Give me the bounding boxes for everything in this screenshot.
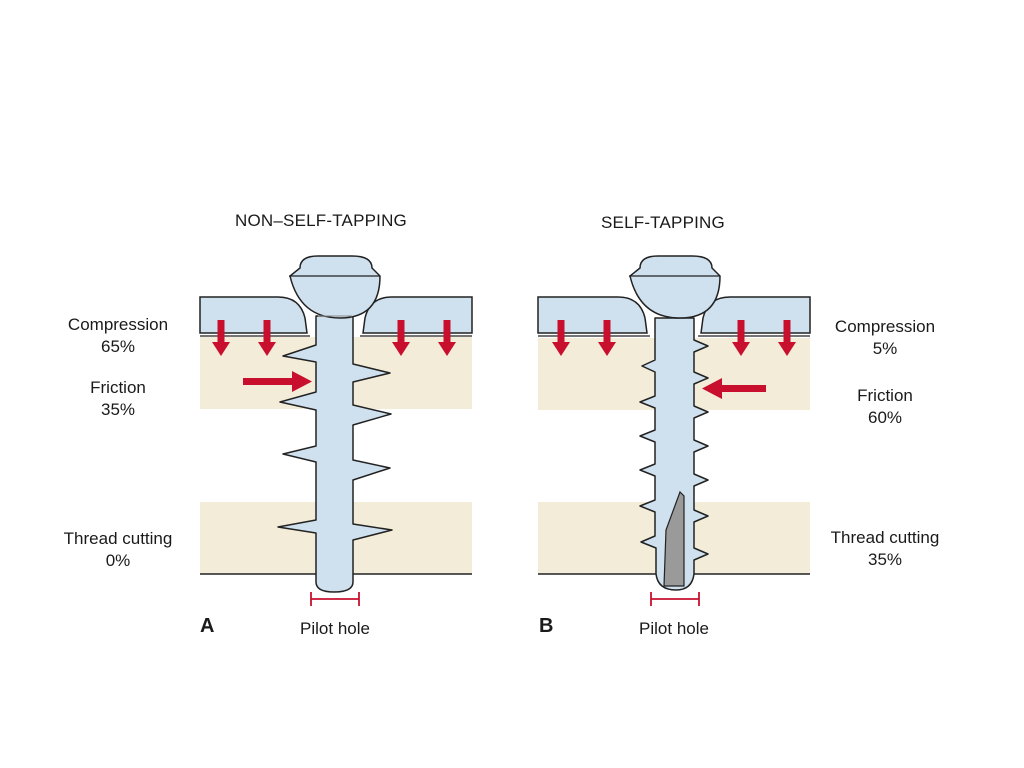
friction-arrow-a	[243, 371, 312, 392]
friction-value-a: 35%	[100, 400, 136, 419]
compression-text-b: Compression	[834, 317, 936, 336]
friction-arrow-b	[702, 378, 766, 399]
friction-text-b: Friction	[857, 386, 913, 405]
thread-cutting-label-b: Thread cutting 35%	[815, 527, 955, 571]
panel-b-letter: B	[539, 615, 554, 637]
panel-a-title: NON–SELF-TAPPING	[235, 211, 407, 230]
compression-value-a: 65%	[100, 337, 136, 356]
pilot-hole-label-b: Pilot hole	[639, 619, 709, 638]
compression-arrows-a	[212, 320, 456, 356]
friction-text-a: Friction	[90, 378, 146, 397]
thread-cutting-text-b: Thread cutting	[830, 528, 940, 547]
compression-label-b: Compression 5%	[815, 316, 955, 360]
friction-value-b: 60%	[867, 408, 903, 427]
thread-cutting-value-b: 35%	[867, 550, 903, 569]
panel-b-illustration	[537, 255, 811, 606]
plate-left-b	[537, 296, 648, 334]
thread-cutting-text-a: Thread cutting	[63, 529, 173, 548]
pilot-hole-marker-b	[650, 592, 700, 606]
friction-label-a: Friction 35%	[48, 377, 188, 421]
compression-arrows-b	[552, 320, 796, 356]
thread-cutting-value-a: 0%	[105, 551, 131, 570]
thread-cutting-label-a: Thread cutting 0%	[48, 528, 188, 572]
compression-label-a: Compression 65%	[48, 314, 188, 358]
plate-left-a	[199, 296, 308, 334]
cutting-flute	[663, 490, 685, 587]
panel-a-letter: A	[200, 615, 215, 637]
friction-label-b: Friction 60%	[815, 385, 955, 429]
panel-b-title: SELF-TAPPING	[601, 213, 725, 232]
screw-b	[629, 255, 721, 591]
panel-a-illustration	[199, 255, 473, 606]
pilot-hole-marker-a	[310, 592, 360, 606]
screw-a	[277, 255, 393, 593]
pilot-hole-label-a: Pilot hole	[300, 619, 370, 638]
compression-text-a: Compression	[67, 315, 169, 334]
plate-right-a	[362, 296, 473, 334]
compression-value-b: 5%	[872, 339, 898, 358]
plate-right-b	[700, 296, 811, 334]
